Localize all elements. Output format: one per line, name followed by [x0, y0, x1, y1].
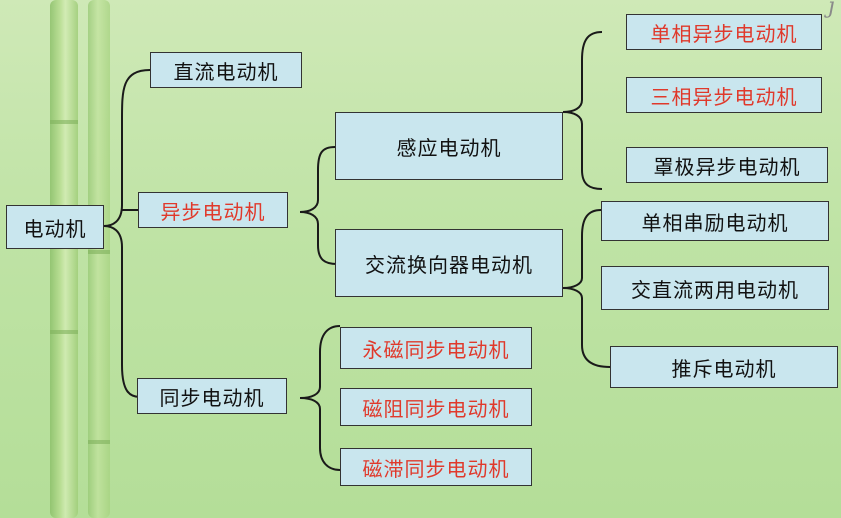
brace-async: [299, 146, 338, 265]
node-single-phase-series-label: 单相串励电动机: [641, 210, 789, 235]
node-hysteresis-sync-label: 磁滞同步电动机: [362, 456, 510, 481]
node-pm-sync-label: 永磁同步电动机: [362, 337, 510, 362]
node-repulsion-motor-label: 推斥电动机: [671, 356, 777, 381]
node-shaded-pole-async-label: 罩极异步电动机: [653, 154, 801, 179]
node-root: 电动机: [6, 205, 104, 249]
node-pm-sync: 永磁同步电动机: [340, 327, 532, 369]
bamboo-node: [88, 440, 110, 444]
node-universal-motor: 交直流两用电动机: [601, 266, 829, 310]
node-three-phase-async: 三相异步电动机: [626, 77, 822, 113]
node-ac-commutator-motor-label: 交流换向器电动机: [365, 252, 533, 277]
brace-commutator: [562, 209, 611, 368]
node-hysteresis-sync: 磁滞同步电动机: [340, 448, 532, 486]
node-single-phase-series: 单相串励电动机: [601, 201, 829, 241]
node-shaded-pole-async: 罩极异步电动机: [626, 147, 828, 183]
node-sync-motor: 同步电动机: [137, 378, 287, 414]
node-async-motor: 异步电动机: [138, 192, 288, 228]
node-reluctance-sync: 磁阻同步电动机: [340, 388, 532, 426]
node-async-motor-label: 异步电动机: [160, 199, 266, 224]
node-induction-motor: 感应电动机: [335, 112, 563, 180]
node-root-label: 电动机: [23, 216, 87, 241]
bamboo-node: [50, 330, 78, 334]
bamboo-stalk-decoration: [50, 0, 78, 518]
node-dc-motor: 直流电动机: [150, 52, 302, 88]
node-single-phase-async-label: 单相异步电动机: [650, 21, 798, 46]
brace-root: [103, 69, 151, 398]
node-single-phase-async: 单相异步电动机: [626, 14, 822, 50]
brace-induction: [562, 31, 603, 190]
node-reluctance-sync-label: 磁阻同步电动机: [362, 396, 510, 421]
node-induction-motor-label: 感应电动机: [396, 135, 502, 160]
brace-sync: [299, 325, 341, 471]
node-universal-motor-label: 交直流两用电动机: [631, 277, 799, 302]
node-three-phase-async-label: 三相异步电动机: [650, 84, 798, 109]
node-dc-motor-label: 直流电动机: [173, 59, 279, 84]
bamboo-node: [50, 120, 78, 124]
bamboo-stalk-decoration: [88, 0, 110, 518]
bamboo-node: [88, 250, 110, 254]
corner-watermark: j: [828, 0, 835, 19]
node-ac-commutator-motor: 交流换向器电动机: [335, 229, 563, 297]
node-sync-motor-label: 同步电动机: [159, 385, 265, 410]
node-repulsion-motor: 推斥电动机: [610, 346, 838, 388]
